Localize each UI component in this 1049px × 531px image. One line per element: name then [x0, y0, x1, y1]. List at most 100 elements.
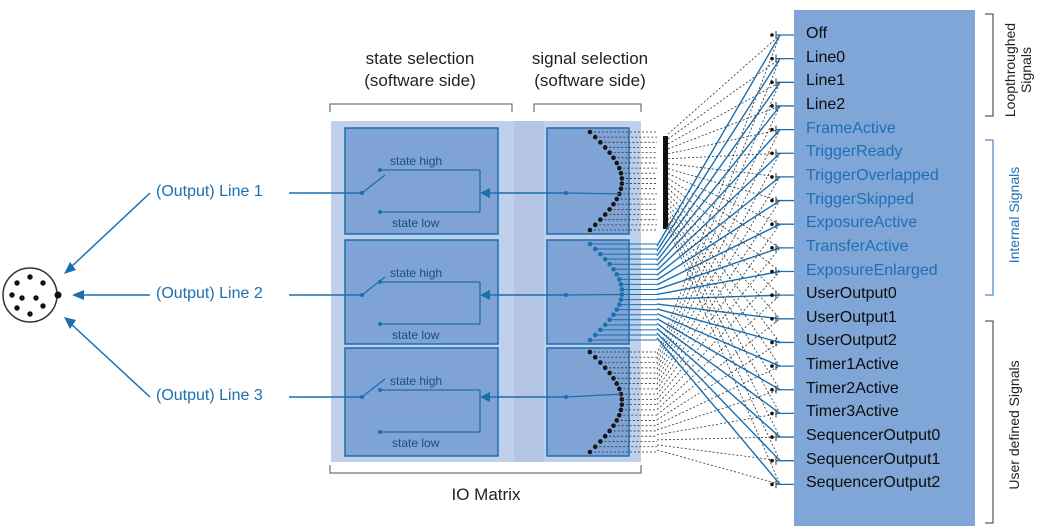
line3-arrowhead [64, 317, 76, 329]
matrix-link [656, 342, 781, 421]
matrix-link [667, 129, 781, 155]
signal-selection-header: signal selection (software side) [510, 48, 670, 92]
connector-pin [9, 292, 15, 298]
signal-terminal-dot [770, 387, 774, 392]
selector-arm [565, 192, 620, 195]
signal-terminal-dot [770, 482, 774, 487]
group-label-internal: Internal Signals [1006, 166, 1022, 264]
state-box [344, 347, 499, 457]
signal-box [546, 239, 630, 345]
matrix-link [667, 198, 781, 343]
line1-arrowhead [64, 262, 76, 274]
signal-label: Line1 [806, 72, 846, 90]
switch-arm [361, 378, 386, 398]
matrix-link [667, 188, 781, 296]
user-group-bracket [985, 320, 994, 524]
matrix-link [656, 176, 781, 385]
matrix-link [656, 318, 781, 415]
line2-arrowhead [72, 290, 84, 300]
signal-label: SequencerOutput2 [806, 474, 941, 492]
signal-terminal-dot [770, 222, 774, 226]
signal-label: Line0 [806, 48, 846, 66]
matrix-link [656, 365, 781, 426]
group-label-loop-line2: Signals [1018, 47, 1034, 93]
switch-pivot [360, 191, 364, 195]
matrix-link [656, 129, 781, 266]
signal-label: Timer1Active [806, 356, 899, 374]
signal-box [546, 127, 630, 235]
signal-label: UserOutput0 [806, 285, 897, 303]
matrix-link [667, 193, 781, 320]
state-node [378, 322, 382, 326]
signal-label: Line2 [806, 95, 846, 113]
io-matrix-label: IO Matrix [451, 485, 521, 504]
matrix-link [656, 337, 781, 485]
matrix-link [667, 227, 781, 485]
matrix-link [656, 444, 781, 462]
connector-key [54, 291, 62, 299]
selector-arm [565, 393, 622, 398]
state-node [378, 430, 382, 434]
signal-panel [794, 10, 975, 526]
matrix-link [656, 327, 781, 438]
state-high-label: state high [390, 374, 443, 388]
state-box [344, 239, 499, 345]
state-selection-header: state selection (software side) [330, 48, 510, 92]
signal-terminal-dot [770, 293, 774, 297]
output-line-1-label: (Output) Line 1 [156, 183, 263, 200]
matrix-link [656, 313, 781, 367]
matrix-link [656, 247, 781, 291]
state-low-label: state low [392, 216, 440, 230]
signal-label: FrameActive [806, 119, 896, 137]
signal-label: ExposureActive [806, 214, 918, 232]
matrix-link [656, 247, 781, 400]
matrix-link [656, 270, 781, 296]
matrix-link [667, 173, 781, 225]
signal-label: Timer2Active [806, 379, 899, 397]
group-label-loop-line1: Loopthroughed [1002, 22, 1018, 118]
signal-box [546, 347, 630, 457]
matrix-link [667, 34, 781, 135]
state-high-label: state high [390, 266, 443, 280]
signal-label: Timer3Active [806, 403, 899, 421]
signal-label: UserOutput1 [806, 308, 897, 326]
output-line-2-label: (Output) Line 2 [156, 285, 263, 302]
state-low-label: state low [392, 436, 440, 450]
signal-terminal-dot [770, 340, 774, 345]
matrix-link [667, 203, 781, 367]
state-node [378, 210, 382, 214]
matrix-link [656, 58, 781, 252]
loop-group-bracket [985, 13, 994, 117]
signal-terminal-dot [770, 246, 774, 250]
matrix-link [656, 332, 781, 462]
signal-label: Off [806, 25, 828, 42]
state-high-label: state high [390, 154, 443, 168]
matrix-link [667, 58, 781, 140]
signal-to-state-arrowhead [480, 392, 490, 402]
matrix-link [656, 200, 781, 390]
matrix-link [656, 153, 781, 380]
switch-arm [361, 174, 386, 194]
switch-arm [361, 276, 386, 296]
signal-terminal-dot [770, 80, 774, 85]
signal-terminal-dot [770, 435, 774, 439]
matrix-link [667, 168, 781, 201]
matrix-link [667, 208, 781, 390]
signal-label: TriggerReady [806, 143, 903, 161]
matrix-link [656, 176, 781, 276]
signal-terminal-dot [770, 198, 774, 203]
state-selection-bracket [329, 103, 513, 112]
signal-terminal-dot [770, 269, 774, 274]
signal-label: SequencerOutput0 [806, 427, 941, 445]
signal-terminal-dot [770, 175, 774, 179]
signal-selection-title: signal selection [531, 49, 649, 68]
signal-label: ExposureEnlarged [806, 261, 938, 279]
matrix-link [656, 389, 781, 431]
connector-pin [14, 305, 20, 311]
signal-selection-bracket [533, 103, 642, 112]
matrix-link [656, 223, 781, 286]
connector-pin [27, 311, 33, 317]
signal-terminal-dot [770, 411, 774, 416]
signal-terminal-dot [770, 458, 774, 463]
